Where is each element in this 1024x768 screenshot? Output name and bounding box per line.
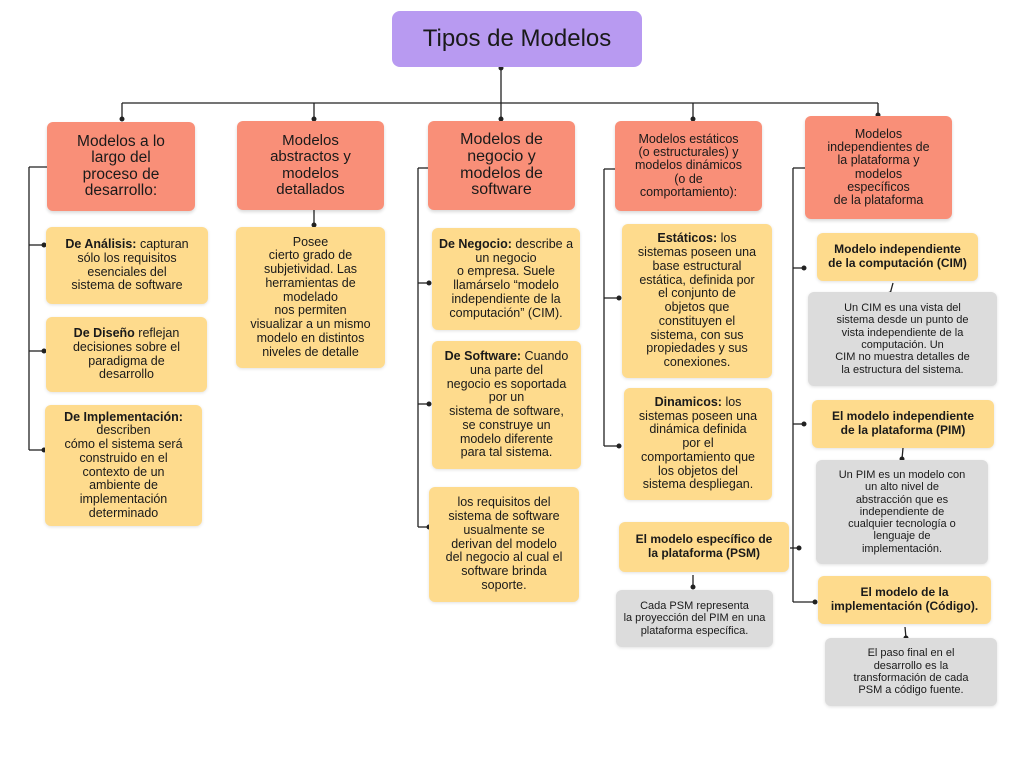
card-de-diseno: De Diseño reflejan decisiones sobre el p… (46, 317, 207, 392)
card-de-software: De Software: Cuando una parte del negoci… (432, 341, 581, 469)
desc-pim: Un PIM es un modelo con un alto nivel de… (816, 460, 988, 564)
diagram-title: Tipos de Modelos (392, 11, 642, 67)
card-pim: El modelo independiente de la plataforma… (812, 400, 994, 448)
card-abstractos-detalle: Posee cierto grado de subjetividad. Las … (236, 227, 385, 368)
card-text: reflejan decisiones sobre el paradigma d… (72, 326, 180, 382)
card-text: describen cómo el sistema será construid… (64, 423, 183, 520)
card-de-negocio: De Negocio: describe a un negocio o empr… (432, 228, 580, 330)
card-de-analisis: De Análisis: capturan sólo los requisito… (46, 227, 208, 304)
card-title: Dinamicos: (654, 394, 722, 409)
heading-modelos-estaticos-dinamicos: Modelos estáticos (o estructurales) y mo… (615, 121, 762, 211)
heading-modelos-proceso-desarrollo: Modelos a lo largo del proceso de desarr… (47, 122, 195, 211)
card-text: los sistemas poseen una base estructural… (637, 231, 757, 369)
card-title: De Diseño (73, 326, 135, 340)
card-title: De Negocio: (438, 236, 512, 251)
card-text: describe a un negocio o empresa. Suele l… (449, 236, 574, 320)
card-title: De Software: (444, 349, 522, 363)
desc-psm: Cada PSM representa la proyección del PI… (616, 590, 773, 647)
card-requisitos-software: los requisitos del sistema de software u… (429, 487, 579, 602)
card-de-implementacion: De Implementación: describen cómo el sis… (45, 405, 202, 526)
desc-codigo: El paso final en el desarrollo es la tra… (825, 638, 997, 706)
heading-modelos-abstractos: Modelos abstractos y modelos detallados (237, 121, 384, 210)
heading-modelos-negocio-software: Modelos de negocio y modelos de software (428, 121, 575, 210)
card-text: Cuando una parte del negocio es soportad… (446, 349, 569, 460)
card-dinamicos: Dinamicos: los sistemas poseen una dinám… (624, 388, 772, 500)
card-psm: El modelo específico de la plataforma (P… (619, 522, 789, 572)
card-title: De Análisis: (65, 237, 137, 251)
card-text: los sistemas poseen una dinámica definid… (638, 394, 758, 492)
heading-modelos-plataforma: Modelos independientes de la plataforma … (805, 116, 952, 219)
card-text: capturan sólo los requisitos esenciales … (71, 237, 189, 293)
card-title: Estáticos: (657, 231, 718, 246)
card-cim: Modelo independiente de la computación (… (817, 233, 978, 281)
card-title: De Implementación: (64, 409, 183, 424)
card-estaticos: Estáticos: los sistemas poseen una base … (622, 224, 772, 378)
desc-cim: Un CIM es una vista del sistema desde un… (808, 292, 997, 386)
card-implementacion-codigo: El modelo de la implementación (Código). (818, 576, 991, 624)
